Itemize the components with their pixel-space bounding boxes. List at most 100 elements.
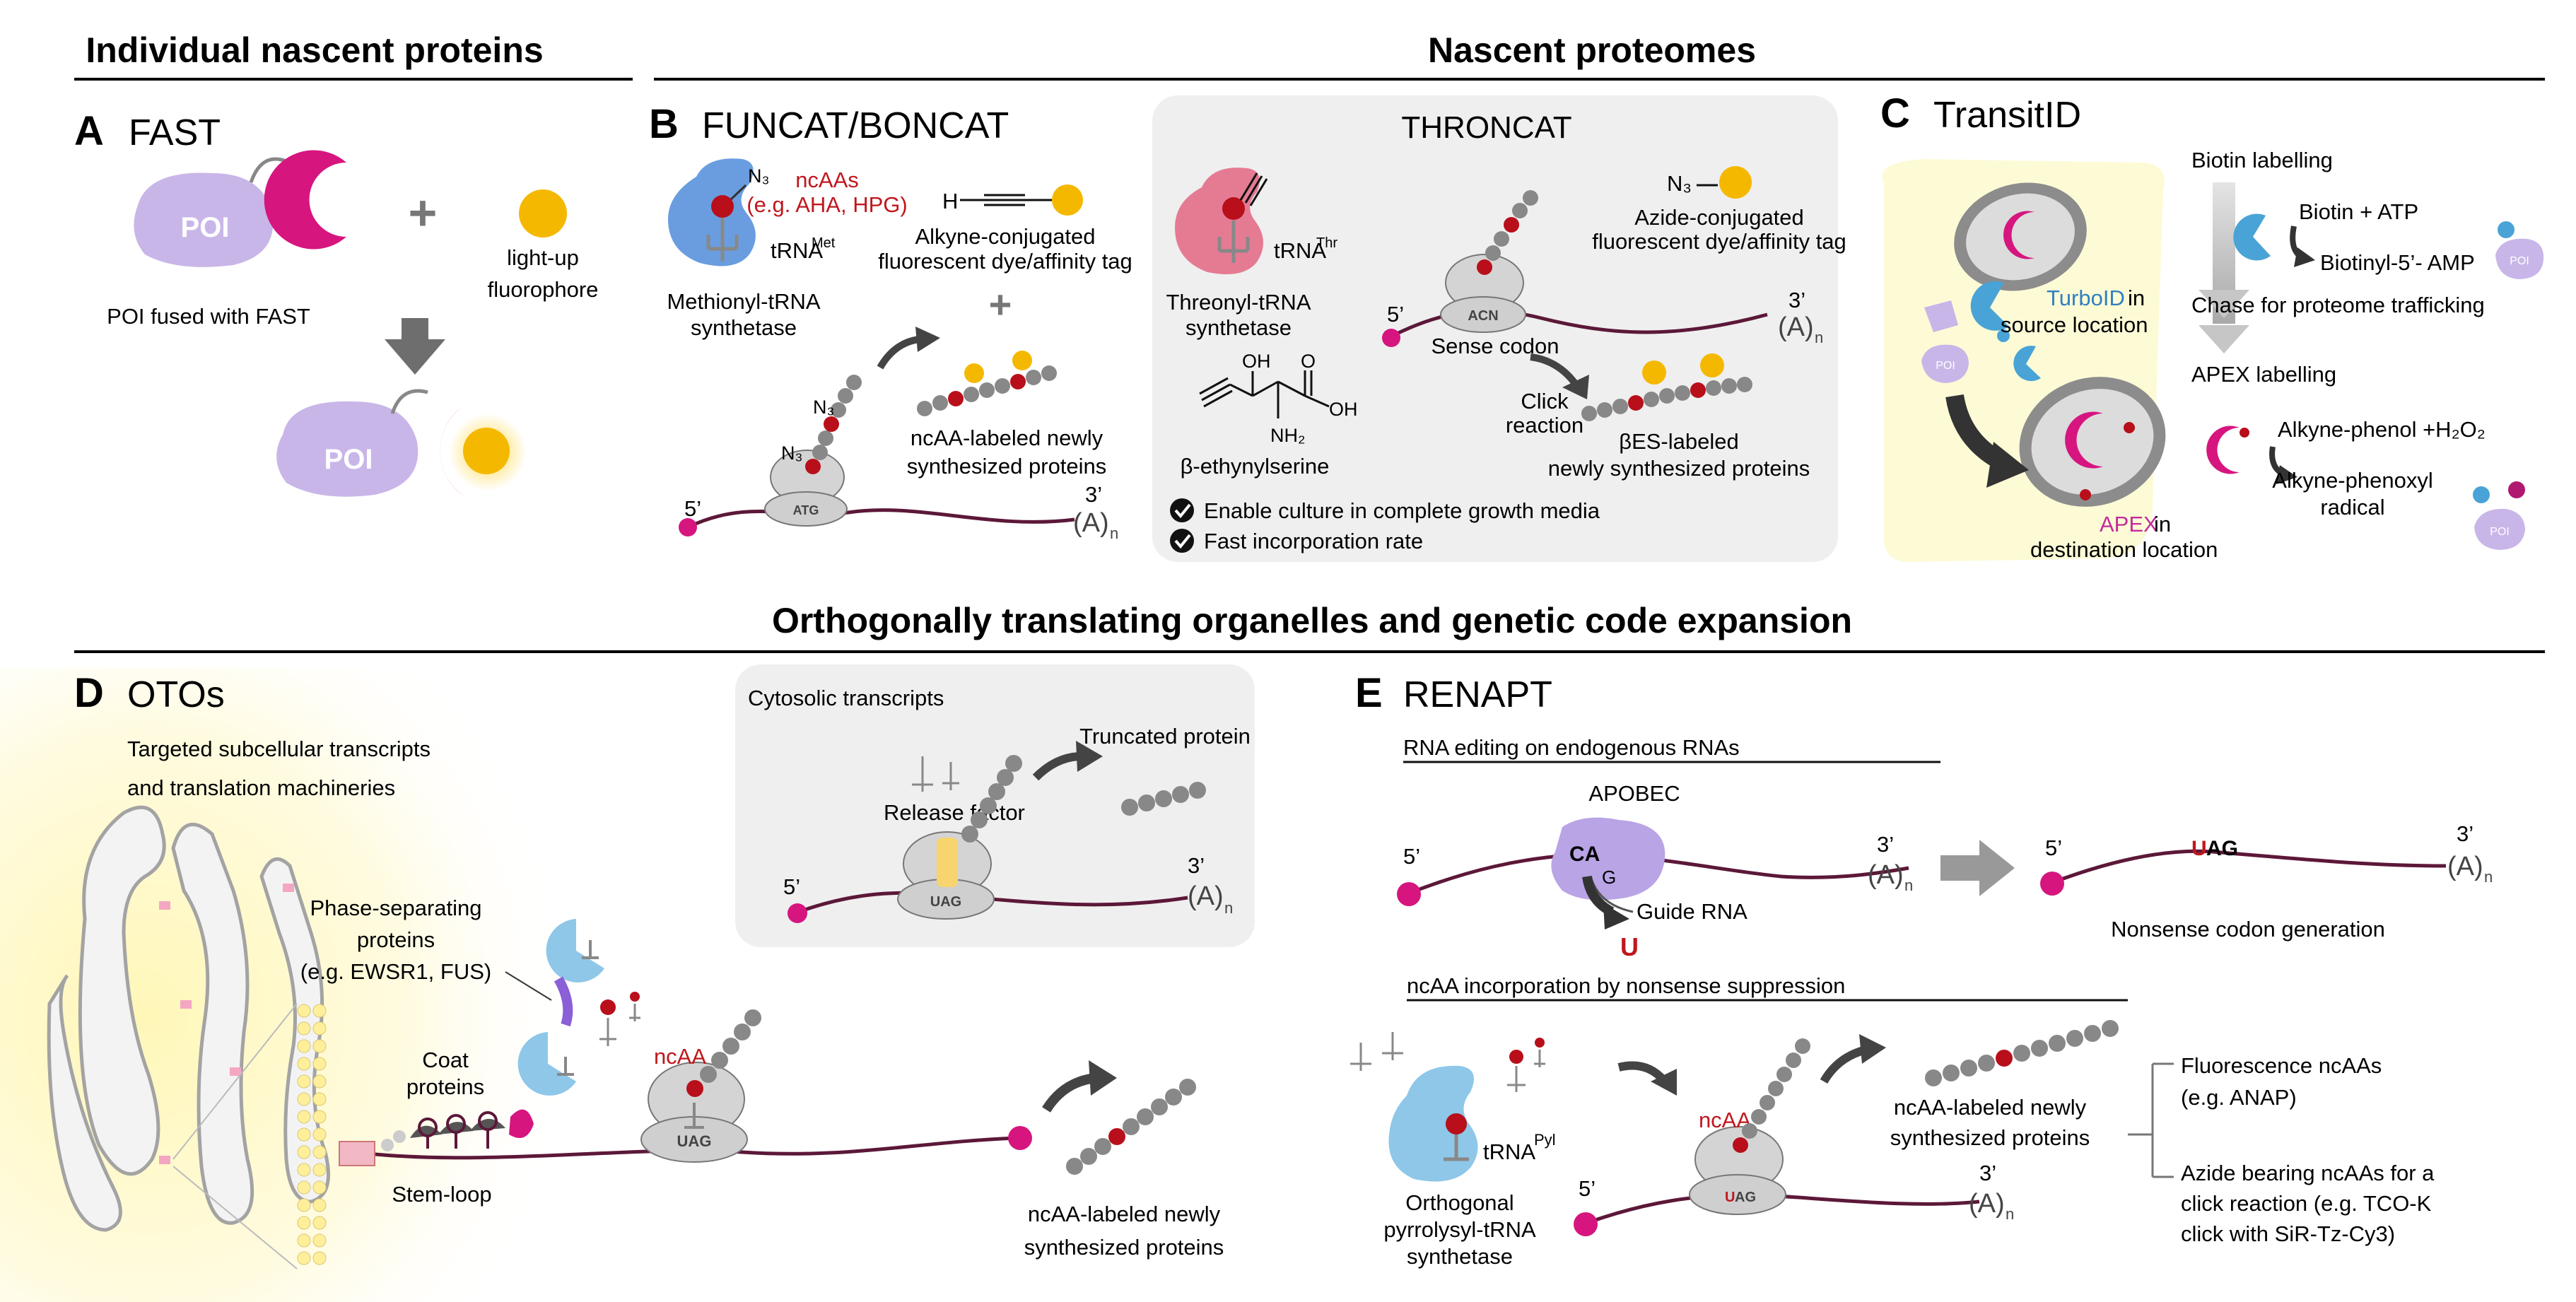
polya-e2: (A)	[2447, 852, 2483, 881]
check-icon-1	[1170, 498, 1194, 522]
panel-throncat: THRONCAT tRNA Thr Threonyl-tRNA syntheta…	[1152, 95, 1846, 562]
panel-title-transitid: TransitID	[1933, 95, 2081, 136]
ncaa-d-1	[600, 999, 616, 1015]
panel-e: E RENAPT RNA editing on endogenous RNAs …	[1350, 670, 2493, 1269]
bes-o: O	[1301, 351, 1316, 372]
apex-dot-3	[2508, 481, 2525, 498]
fluorophore-icon	[519, 189, 567, 237]
pyl-residue	[1446, 1113, 1467, 1134]
light-up-label: light-up	[507, 245, 579, 270]
curved-arrow-thr	[1530, 353, 1580, 387]
polya-thr: (A)	[1778, 312, 1814, 342]
trna-thr-shape	[1217, 221, 1250, 263]
bes-oh: OH	[1242, 351, 1271, 372]
five-prime-cyto: 5’	[783, 874, 800, 899]
poi-small-c2-label: POI	[2510, 255, 2529, 267]
ncaas-label: ncAAs	[795, 168, 859, 192]
azide-bearing: Azide bearing ncAAs for a	[2181, 1161, 2435, 1185]
release-label: Release factor	[884, 800, 1025, 825]
biotin-atp: Biotin + ATP	[2299, 199, 2418, 224]
bracket-e	[2128, 1062, 2174, 1178]
trna-thr-sup: Thr	[1316, 235, 1337, 251]
down-arrow-a	[385, 318, 445, 375]
coat-label-2: proteins	[406, 1074, 484, 1099]
fluor-label-2: (e.g. ANAP)	[2181, 1085, 2297, 1110]
methionyl-synthetase-label: Methionyl-tRNA	[667, 289, 820, 314]
panel-letter-d: D	[74, 670, 104, 716]
curved-arrow-e1-head	[1651, 1069, 1677, 1096]
biotin-dot-2	[2473, 486, 2490, 503]
pink-connector	[509, 1109, 534, 1138]
trna-pyl-sup: Pyl	[1534, 1131, 1556, 1149]
poi-small-c	[1921, 344, 1969, 383]
alkyne-conjugated-label-2: fluorescent dye/affinity tag	[878, 249, 1132, 274]
threonyl-label-2: synthetase	[1185, 315, 1292, 340]
bes-nh2: NH₂	[1270, 425, 1305, 446]
three-prime-b: 3’	[1085, 482, 1102, 507]
turboid-in-label: in	[2128, 286, 2145, 310]
azide-label-2: fluorescent dye/affinity tag	[1592, 229, 1846, 254]
bes-label: β-ethynylserine	[1181, 454, 1330, 479]
guide-label: Guide RNA	[1637, 899, 1747, 924]
stem-dot-2	[393, 1130, 406, 1143]
cap-3prime-d	[1008, 1126, 1032, 1150]
panel-a: A FAST POI + light-up fluorophore POI fu…	[74, 108, 598, 506]
poi-small-c2	[2495, 238, 2544, 279]
nascent-chain-cyto	[961, 755, 1022, 843]
orthogonal-label-2: pyrrolysyl-tRNA	[1383, 1217, 1536, 1242]
phase-pointer	[505, 971, 552, 1001]
targeted-label: Targeted subcellular transcripts	[127, 737, 431, 761]
phenoxyl-label: Alkyne-phenoxyl	[2272, 468, 2432, 493]
thr-dye-1	[1642, 360, 1666, 385]
cap-5prime-e1	[1397, 882, 1421, 906]
thr-residue	[1222, 197, 1245, 220]
stem-loop-label: Stem-loop	[392, 1182, 491, 1207]
thr-dye-2	[1700, 353, 1724, 377]
mito-dest-inner	[2031, 389, 2154, 495]
alkyne-h: H	[942, 189, 958, 213]
uag-d: UAG	[677, 1132, 712, 1150]
dye-tag-1	[964, 363, 984, 383]
polya-sub-e3: n	[2006, 1205, 2014, 1223]
synthetase-d-2	[517, 1032, 576, 1096]
synthetase-d-1	[546, 919, 604, 983]
azide-bearing-3: click with SiR-Tz-Cy3)	[2181, 1221, 2395, 1246]
trna-free-e	[1350, 1032, 1403, 1071]
n3-bond	[730, 184, 747, 201]
gray-arrow-e	[1940, 840, 2015, 896]
ncaa-labeled-b: ncAA-labeled newly	[911, 426, 1103, 450]
stem-loops	[418, 1111, 498, 1149]
fast-linker-bottom	[390, 389, 428, 414]
apobec-shape	[1551, 817, 1665, 901]
poi-shape-bottom	[276, 401, 418, 497]
big-arrow-c-head	[1986, 442, 2029, 488]
orthogonal-label: Orthogonal	[1405, 1190, 1514, 1215]
three-prime-cyto: 3’	[1188, 853, 1205, 878]
apobec-label: APOBEC	[1588, 781, 1680, 806]
throncat-title: THRONCAT	[1401, 110, 1571, 145]
panel-d: D OTOs Targeted subcellular transcripts …	[0, 664, 1255, 1302]
biotin-arrow-head	[2294, 247, 2315, 267]
cytosolic-title: Cytosolic transcripts	[748, 686, 944, 710]
er-membranes	[47, 805, 330, 1232]
met-residue	[711, 195, 734, 218]
curved-arrow-thr-head	[1562, 375, 1589, 399]
ncaa-label-d: ncAA	[654, 1044, 706, 1069]
curved-arrow-cyto-head	[1076, 741, 1103, 772]
five-prime-e3: 5’	[1579, 1176, 1596, 1201]
phenoxyl-label-2: radical	[2320, 495, 2384, 520]
polya-sub-thr: n	[1815, 329, 1823, 346]
down-arrow-head-1	[2199, 290, 2249, 318]
polya-e1: (A)	[1868, 860, 1904, 890]
ribosome-small-b	[764, 491, 848, 527]
polya-cyto: (A)	[1188, 881, 1224, 911]
plus-sign-b: +	[989, 282, 1012, 327]
panel-letter-b: B	[649, 101, 679, 147]
uag-u: U	[2191, 837, 2207, 860]
check-label-2: Fast incorporation rate	[1204, 529, 1423, 553]
header-otos: Orthogonally translating organelles and …	[772, 601, 1852, 640]
apex-icon-c	[2206, 426, 2240, 474]
polya-sub-b: n	[1110, 524, 1118, 542]
cap-5prime-cyto	[788, 903, 807, 923]
